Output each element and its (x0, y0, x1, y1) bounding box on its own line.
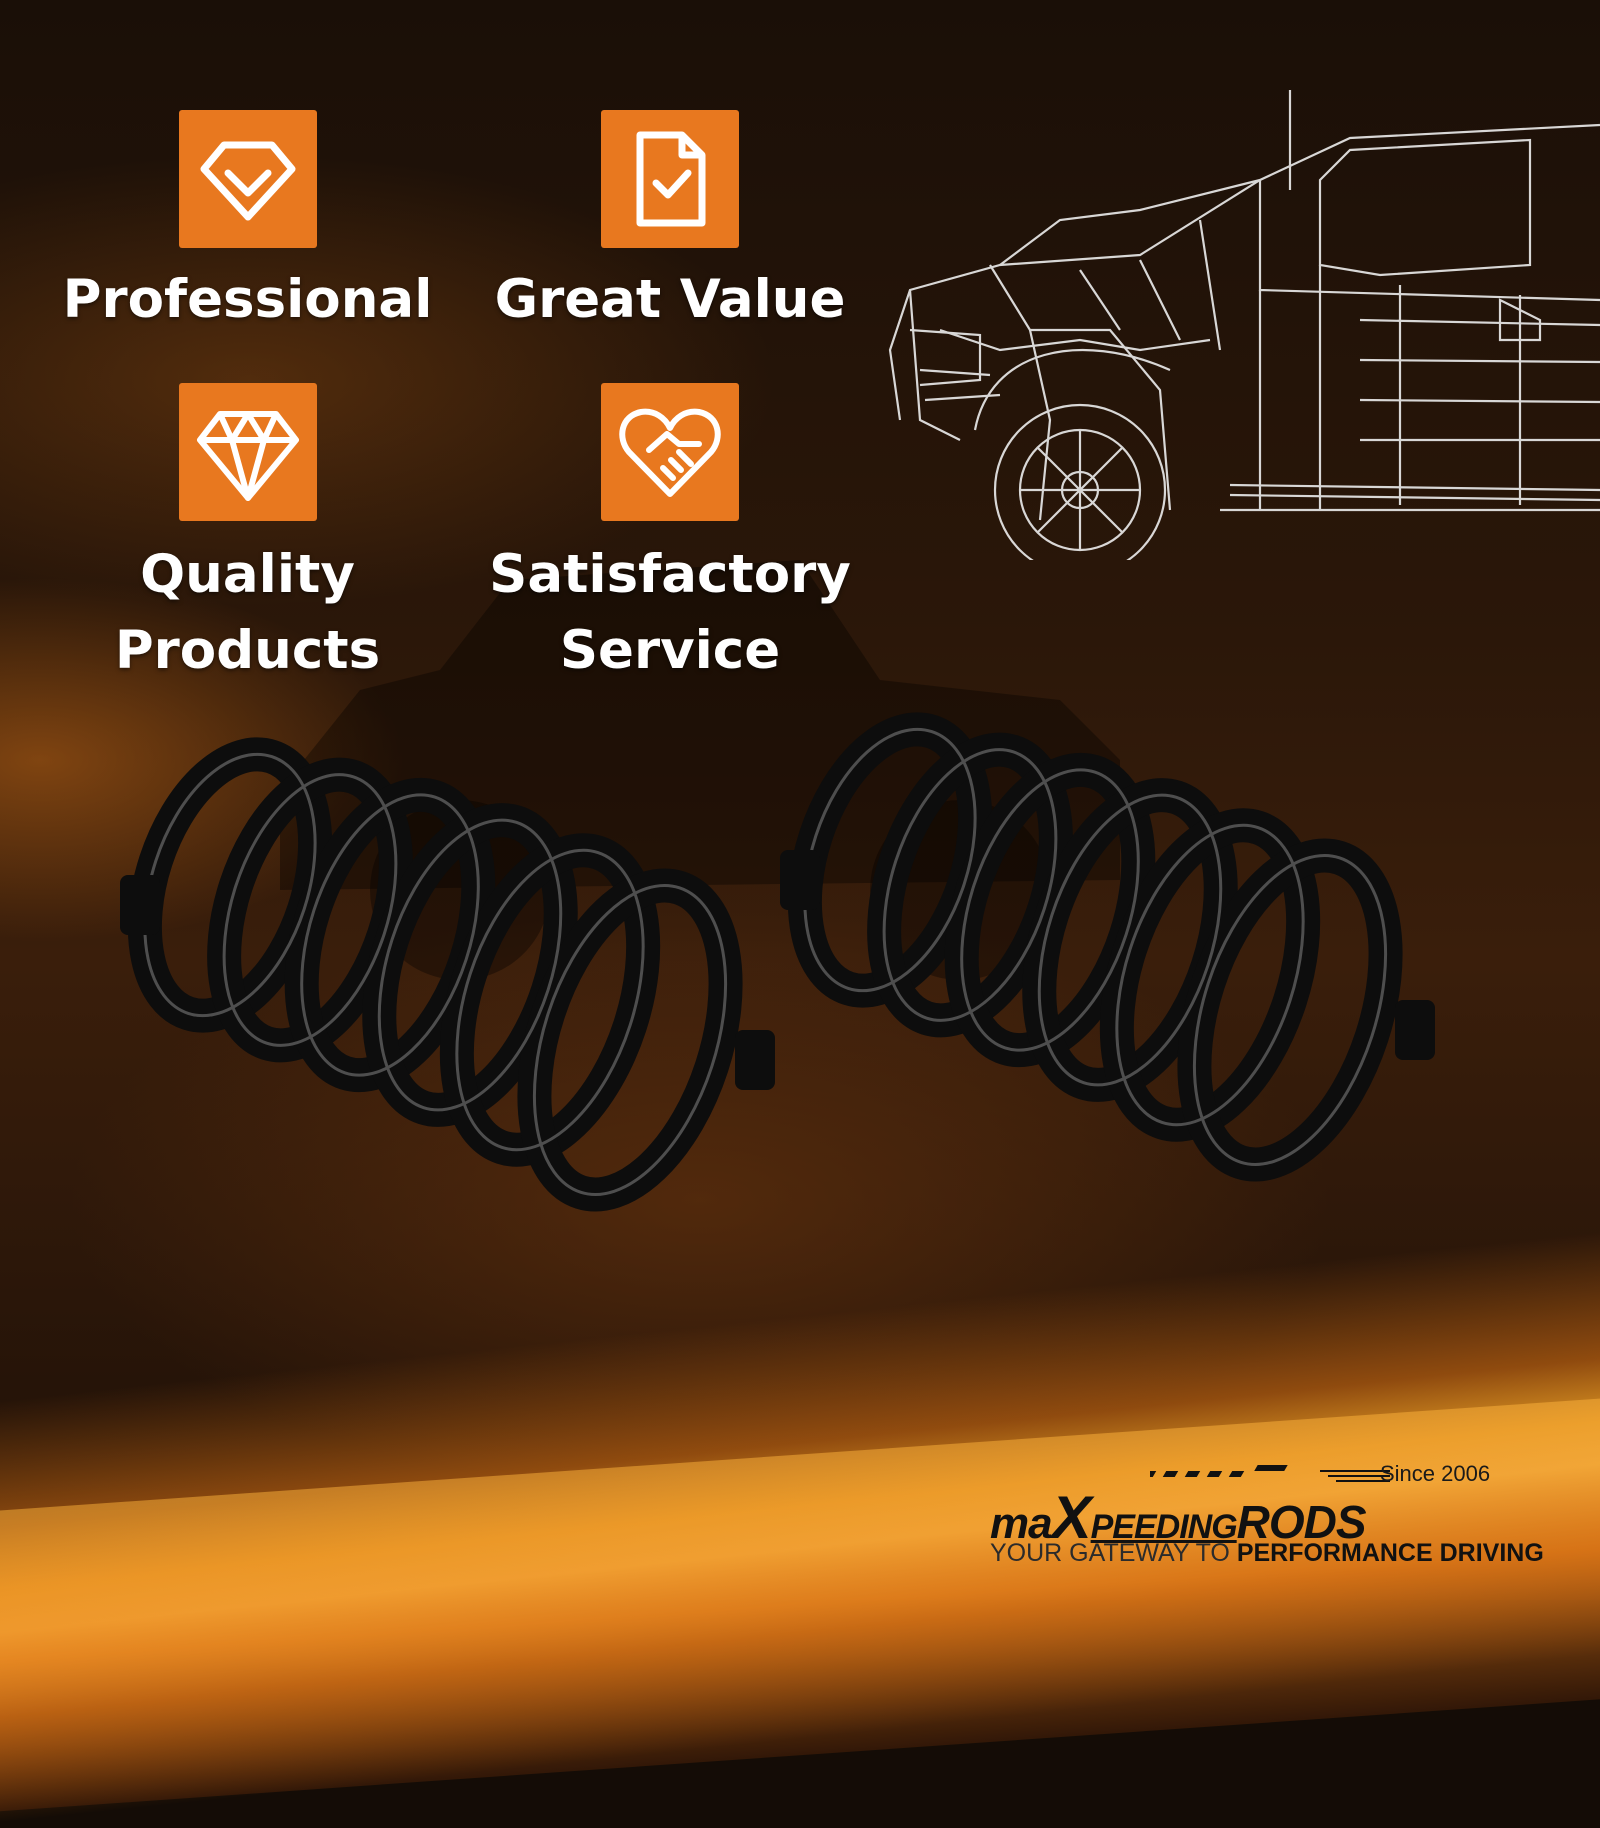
brand-wordmark: maXPEEDINGRODS (990, 1483, 1367, 1552)
feature-label: Great Value (494, 269, 846, 330)
brand-wordmark-part3: RODS (1236, 1496, 1367, 1548)
brand-wordmark-x: X (1051, 1484, 1092, 1551)
feature-label-line2: Service (559, 620, 781, 681)
feature-label: Professional (62, 269, 433, 330)
brand-wordmark-part2: PEEDING (1090, 1508, 1238, 1546)
diamond-gem-icon (178, 383, 317, 521)
checkered-flag-icon (1150, 1465, 1288, 1477)
document-check-icon (601, 110, 739, 248)
speed-lines-icon (1320, 1470, 1390, 1482)
feature-label-line2: Products (114, 620, 381, 681)
brand-tagline: YOUR GATEWAY TO PERFORMANCE DRIVING (990, 1539, 1544, 1568)
feature-satisfactory-service: Satisfactory Service (475, 383, 865, 689)
brand-tagline-light: YOUR GATEWAY TO (990, 1539, 1230, 1567)
feature-label-line1: Quality (140, 544, 355, 605)
heart-handshake-icon (601, 383, 739, 521)
diamond-check-icon (178, 110, 317, 248)
feature-quality-products: Quality Products (55, 383, 440, 689)
coil-spring-left (120, 737, 775, 1212)
coil-spring-right (780, 712, 1435, 1182)
feature-professional: Professional (55, 110, 440, 338)
feature-great-value: Great Value (475, 110, 865, 338)
wireframe-truck-illustration (888, 90, 1600, 560)
brand-tagline-bold: PERFORMANCE DRIVING (1236, 1539, 1544, 1567)
brand-logo: Since 2006 maXPEEDINGRODS YOUR GATEWAY T… (990, 1455, 1544, 1567)
feature-label-line1: Satisfactory (489, 544, 851, 605)
brand-since: Since 2006 (1380, 1461, 1491, 1486)
brand-wordmark-part1: ma (990, 1499, 1053, 1548)
